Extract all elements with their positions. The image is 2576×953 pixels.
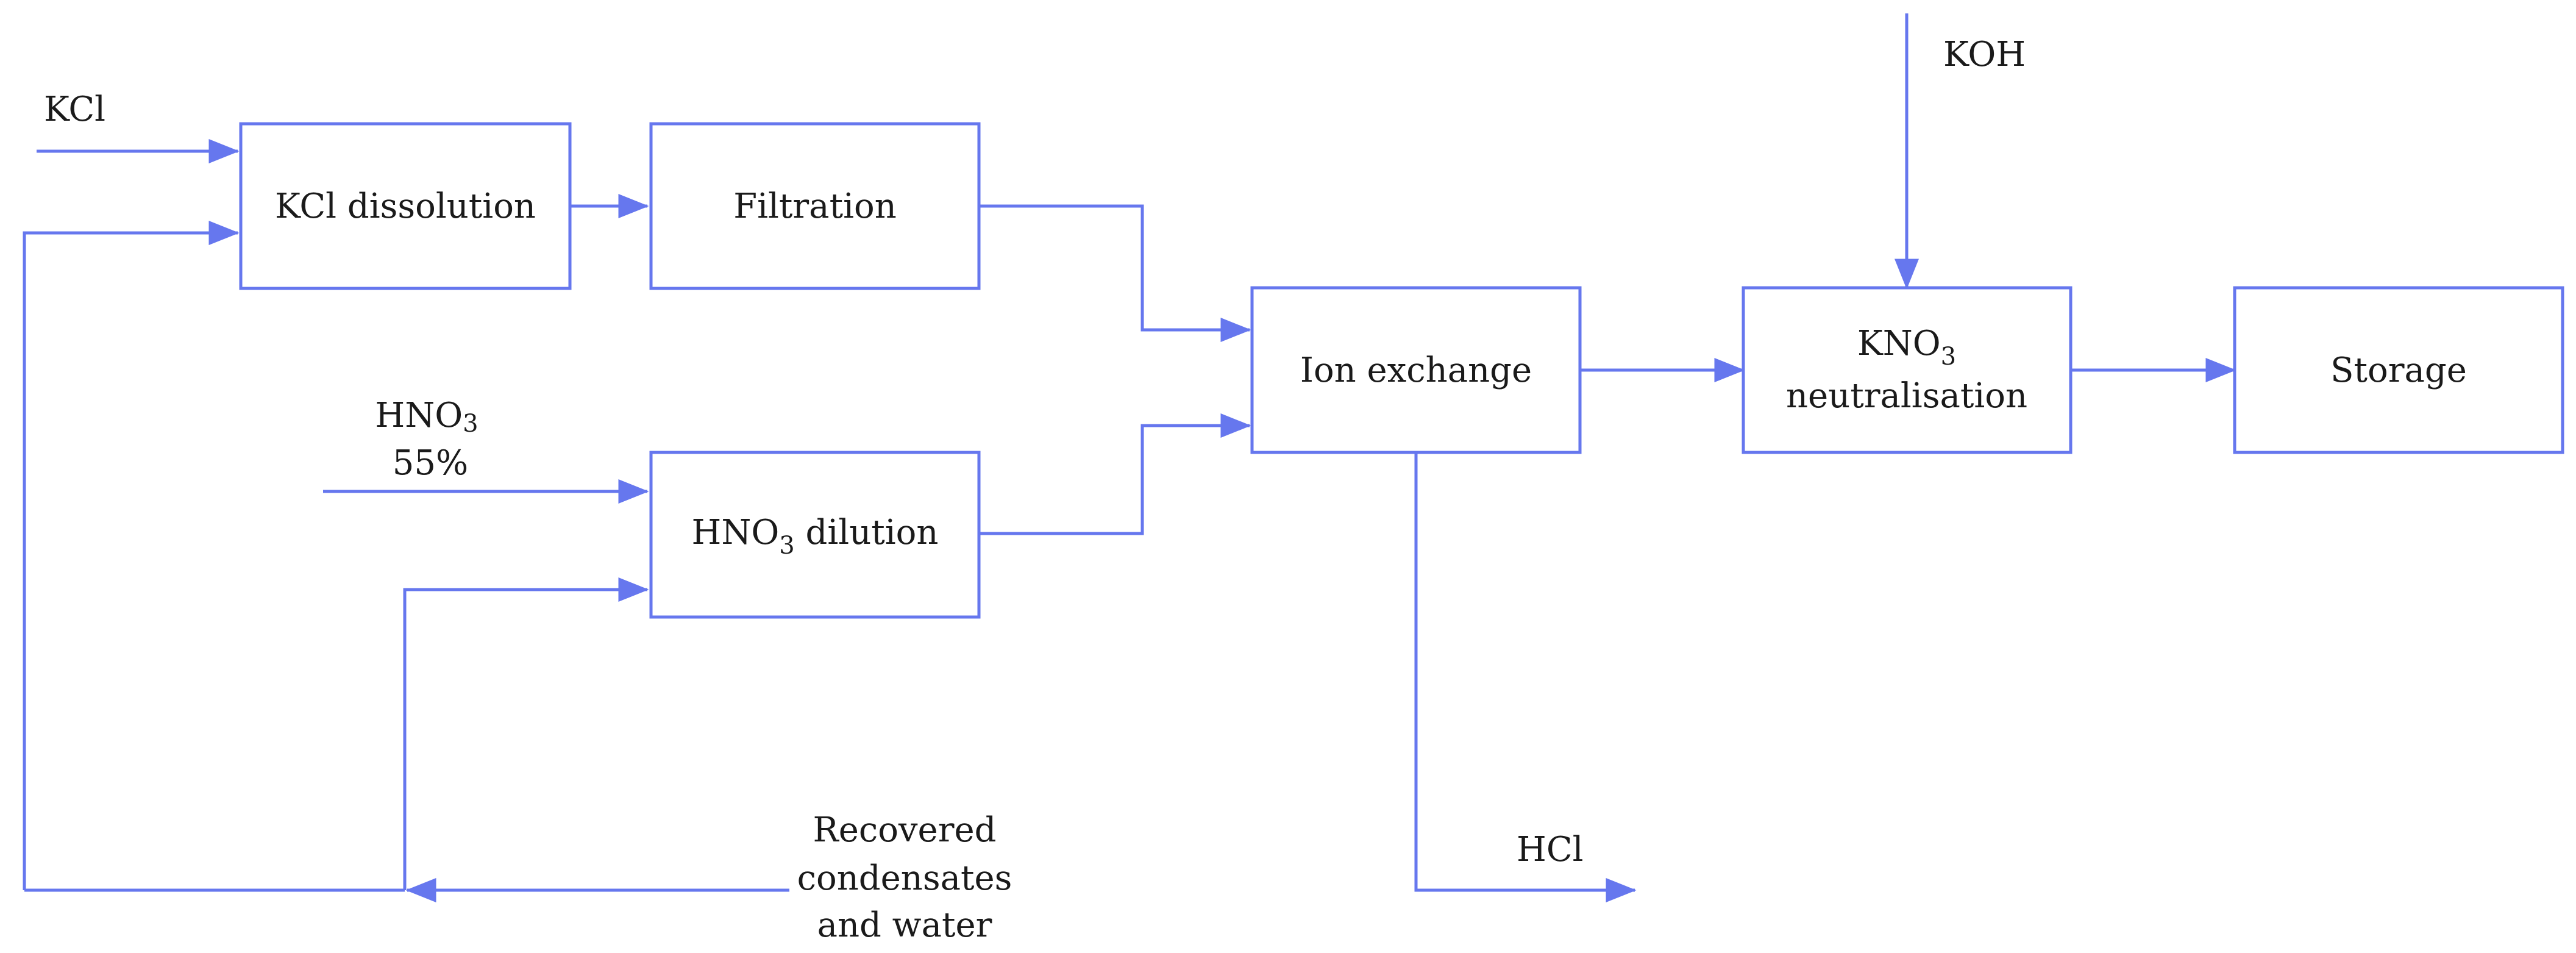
kno3-subscript: 3: [1941, 343, 1956, 371]
recycle-to-kcl-dissolution-arrow: [23, 221, 240, 890]
hno3-feed-label: HNO3: [375, 396, 478, 438]
recovered-line2-label: condensates: [797, 858, 1012, 898]
filtration-box: Filtration: [649, 122, 981, 290]
kcl-feed-label: KCl: [44, 90, 105, 129]
recycle-to-hno3-dilution-arrow: [403, 577, 649, 890]
hno3-dilution-label: HNO3 dilution: [692, 513, 939, 560]
ion-exchange-box: Ion exchange: [1250, 286, 1582, 454]
hcl-output-arrow: [1414, 452, 1637, 902]
kcl-dissolution-label: KCl dissolution: [275, 187, 536, 226]
storage-label: Storage: [2330, 351, 2467, 390]
hno3-concentration-label: 55%: [393, 443, 468, 483]
filtration-to-ion-exchange-arrow: [979, 204, 1251, 342]
kcl-dissolution-box: KCl dissolution: [239, 122, 572, 290]
kno3-label: KNO3: [1857, 324, 1956, 371]
hno3-dilution-suffix: dilution: [795, 513, 939, 552]
koh-feed-label: KOH: [1943, 35, 2026, 74]
hno3-feed-subscript: 3: [463, 410, 478, 438]
hno3-feed-prefix: HNO: [375, 396, 463, 435]
hcl-output-label: HCl: [1517, 830, 1584, 869]
kno3-neutralisation-box: KNO3 neutralisation: [1742, 286, 2073, 454]
recovered-line1-label: Recovered: [813, 810, 997, 850]
ion-exchange-label: Ion exchange: [1300, 351, 1532, 390]
neutralisation-label: neutralisation: [1786, 376, 2027, 416]
storage-box: Storage: [2233, 286, 2564, 454]
hno3-dilution-to-ion-exchange-arrow: [979, 413, 1251, 535]
recovered-line3-label: and water: [817, 905, 992, 945]
kno3-prefix: KNO: [1857, 324, 1941, 363]
filtration-label: Filtration: [733, 187, 897, 226]
hno3-dilution-prefix: HNO: [692, 513, 780, 552]
hno3-dilution-box: HNO3 dilution: [649, 451, 981, 619]
hno3-dilution-subscript: 3: [779, 532, 794, 560]
